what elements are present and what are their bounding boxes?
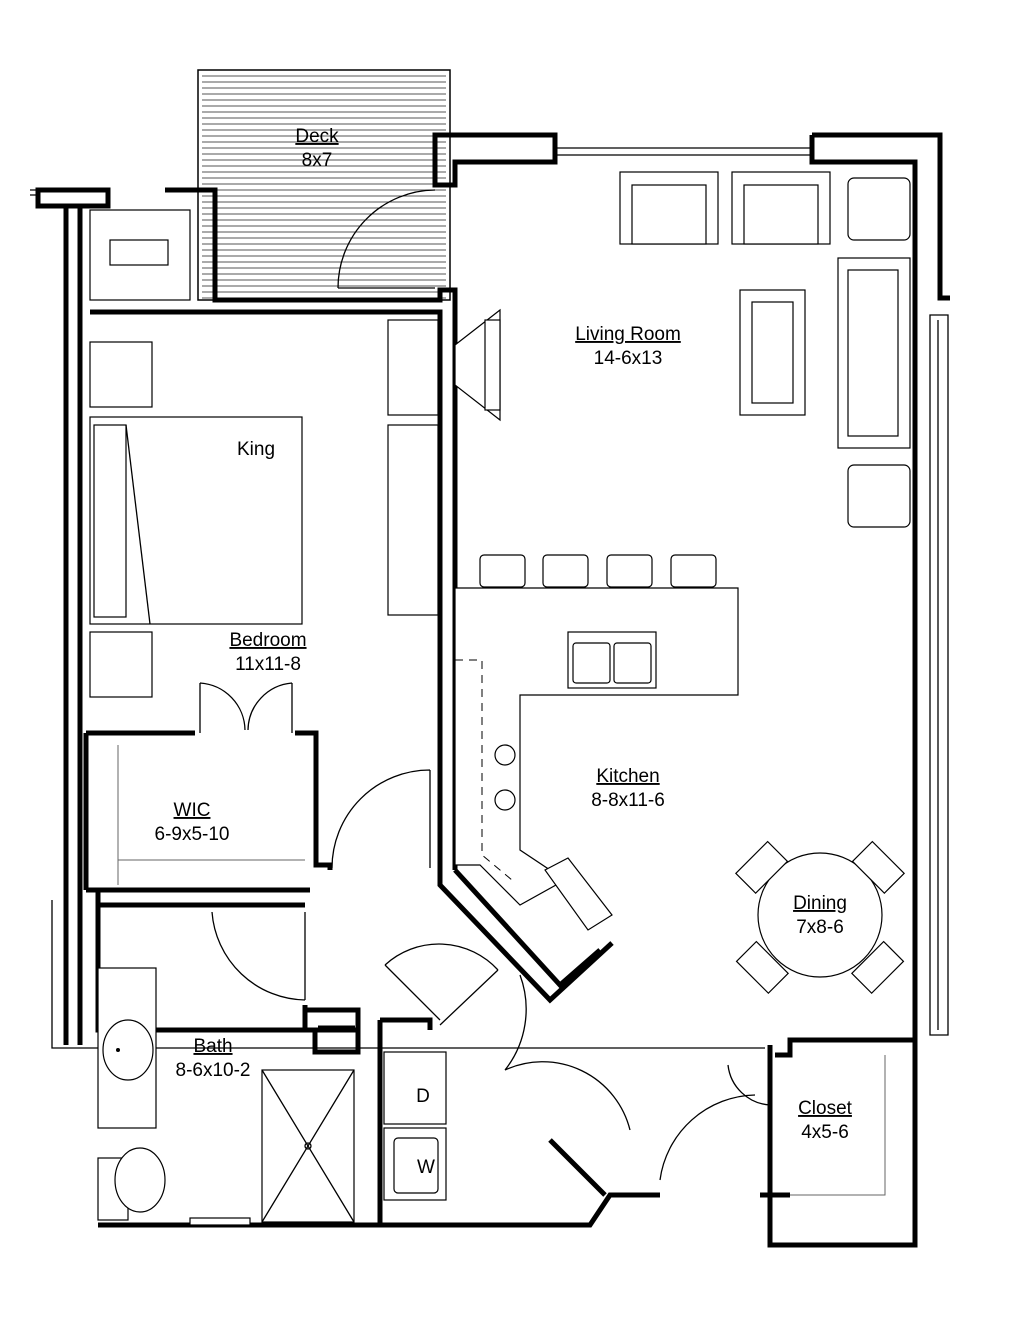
room-labels: Deck 8x7 Living Room 14-6x13 King Bedroo… bbox=[155, 126, 853, 1178]
dining-name: Dining bbox=[793, 893, 847, 914]
living-room-size: 14-6x13 bbox=[594, 348, 663, 369]
deck-name: Deck bbox=[295, 126, 339, 147]
dryer-label: D bbox=[416, 1086, 430, 1107]
wic-size: 6-9x5-10 bbox=[155, 824, 230, 845]
furniture bbox=[89, 171, 911, 1226]
washer-label: W bbox=[417, 1157, 435, 1178]
walls bbox=[30, 132, 950, 1248]
kitchen-name: Kitchen bbox=[596, 766, 659, 787]
deck bbox=[197, 69, 451, 301]
wic-name: WIC bbox=[174, 800, 211, 821]
bed-label: King bbox=[237, 439, 275, 460]
bath-size: 8-6x10-2 bbox=[176, 1060, 251, 1081]
deck-size: 8x7 bbox=[302, 150, 333, 171]
bedroom-name: Bedroom bbox=[229, 630, 306, 651]
bath-name: Bath bbox=[193, 1036, 232, 1057]
closet-size: 4x5-6 bbox=[801, 1122, 849, 1143]
closet-name: Closet bbox=[798, 1098, 853, 1119]
kitchen-size: 8-8x11-6 bbox=[591, 790, 665, 811]
doors bbox=[199, 189, 771, 1181]
dining-size: 7x8-6 bbox=[796, 917, 844, 938]
living-room-name: Living Room bbox=[575, 324, 681, 345]
bedroom-size: 11x11-8 bbox=[235, 654, 301, 675]
